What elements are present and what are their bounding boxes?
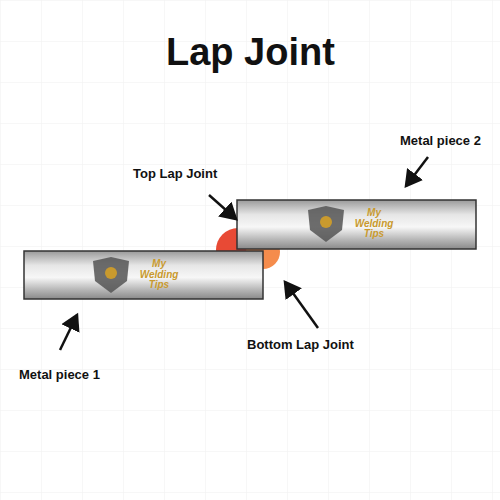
callout-label: Metal piece 2 xyxy=(400,133,481,148)
watermark: My Welding Tips xyxy=(348,208,400,240)
logo-detail xyxy=(105,216,332,279)
diagram-title: Lap Joint xyxy=(166,31,335,74)
callout-label: Metal piece 1 xyxy=(19,367,100,382)
metal-piece-1 xyxy=(24,251,263,299)
callout-label: Top Lap Joint xyxy=(133,166,217,181)
leader-arrows xyxy=(60,157,428,350)
logo-icon xyxy=(93,206,344,293)
metal-piece-2 xyxy=(237,200,476,249)
callout-label: Bottom Lap Joint xyxy=(247,337,354,352)
watermark: My Welding Tips xyxy=(133,259,185,291)
